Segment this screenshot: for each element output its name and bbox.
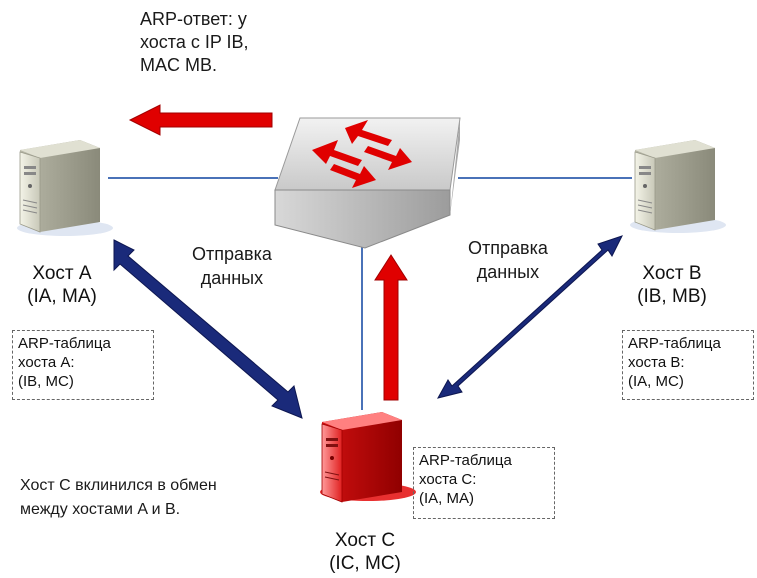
host-c-name: Хост C (334, 530, 396, 551)
host-a-name: Хост A (32, 263, 92, 284)
data-send-label-right: Отправка данных (468, 236, 548, 284)
mitm-note-line: Хост C вклинился в обмен (20, 477, 217, 494)
arp-table-line: (IB, MC) (18, 373, 74, 390)
mitm-note-line: между хостами A и B. (20, 501, 181, 518)
host-c-address: (IC, MC) (329, 553, 401, 574)
arp-table-line: ARP-таблица (18, 335, 111, 352)
arp-response-line: ARP-ответ: у (140, 9, 247, 29)
host-b-address: (IB, MB) (637, 286, 707, 307)
host-c-to-switch-arrow (374, 254, 408, 401)
server-icon-host-b[interactable] (630, 140, 726, 233)
arp-response-text: ARP-ответ: у хоста с IP IB, MAC MB. (140, 8, 249, 77)
data-send-line: данных (476, 262, 540, 282)
arp-table-line: ARP-таблица (628, 335, 721, 352)
arp-table-host-a: ARP-таблица хоста A: (IB, MC) (12, 330, 154, 400)
arp-table-line: хоста B: (628, 354, 685, 371)
server-icon-host-c[interactable] (320, 412, 416, 503)
host-b-label: Хост B (IB, MB) (622, 262, 722, 308)
data-flow-arrow-c-b (437, 235, 623, 399)
arp-table-host-b: ARP-таблица хоста B: (IA, MC) (622, 330, 754, 400)
arp-response-arrow (128, 104, 273, 136)
host-a-address: (IA, MA) (27, 286, 97, 307)
data-send-label-left: Отправка данных (192, 242, 272, 290)
host-a-label: Хост A (IA, MA) (12, 262, 112, 308)
data-flow-arrow-a-c (113, 239, 303, 419)
mitm-note: Хост C вклинился в обмен между хостами A… (20, 474, 217, 522)
data-send-line: Отправка (468, 238, 548, 258)
data-send-line: данных (200, 268, 264, 288)
arp-table-line: ARP-таблица (419, 452, 512, 469)
arp-table-line: хоста C: (419, 471, 477, 488)
arp-table-line: (IA, MC) (628, 373, 684, 390)
server-icon-host-a[interactable] (17, 140, 113, 236)
arp-table-line: хоста A: (18, 354, 75, 371)
arp-table-line: (IA, MA) (419, 490, 474, 507)
network-links (108, 177, 632, 410)
host-b-name: Хост B (642, 263, 702, 284)
arp-response-line: MAC MB. (140, 55, 218, 75)
data-send-line: Отправка (192, 244, 272, 264)
host-c-label: Хост C (IC, MC) (315, 529, 415, 575)
arp-response-line: хоста с IP IB, (140, 32, 249, 52)
arp-table-host-c: ARP-таблица хоста C: (IA, MA) (413, 447, 555, 519)
switch-icon[interactable] (274, 117, 461, 249)
